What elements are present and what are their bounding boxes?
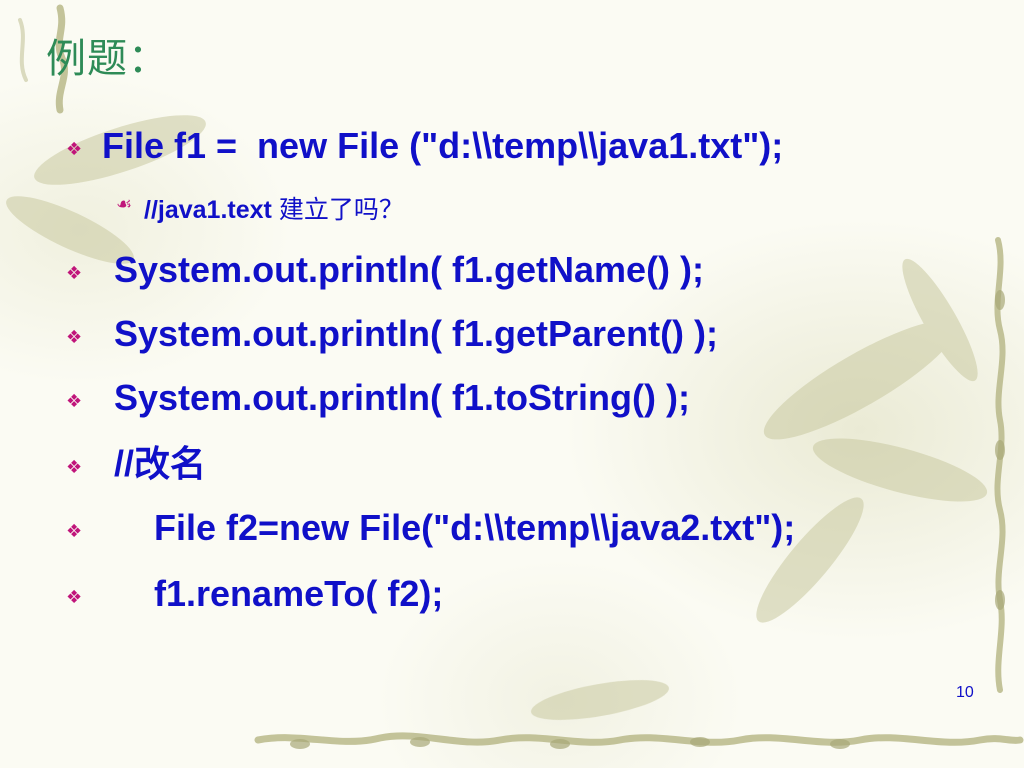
diamond-fleuron-icon: ❖ [66,521,83,541]
code-line: f1.renameTo( f2); [114,573,444,614]
code-line: //改名 [114,443,207,484]
sub-line-code: //java1.text [144,196,279,224]
code-line: System.out.println( f1.toString() ); [114,377,690,418]
code-line: System.out.println( f1.getName() ); [114,249,705,290]
floral-heart-icon: ☙ [116,194,133,214]
page-number: 10 [956,684,974,701]
diamond-fleuron-icon: ❖ [66,327,83,347]
code-line: File f1 = new File ("d:\\temp\\java1.txt… [102,125,784,166]
diamond-fleuron-icon: ❖ [66,139,83,159]
diamond-fleuron-icon: ❖ [66,263,83,283]
sub-line: //java1.text 建立了吗？ [144,190,404,226]
code-line: System.out.println( f1.getParent() ); [114,313,719,354]
diamond-fleuron-icon: ❖ [66,587,83,607]
diamond-fleuron-icon: ❖ [66,391,83,411]
sub-line-question: 建立了吗？ [278,195,404,224]
diamond-fleuron-icon: ❖ [66,457,83,477]
code-line: File f2=new File("d:\\temp\\java2.txt"); [114,507,796,548]
slide-title: 例题： [46,36,169,82]
